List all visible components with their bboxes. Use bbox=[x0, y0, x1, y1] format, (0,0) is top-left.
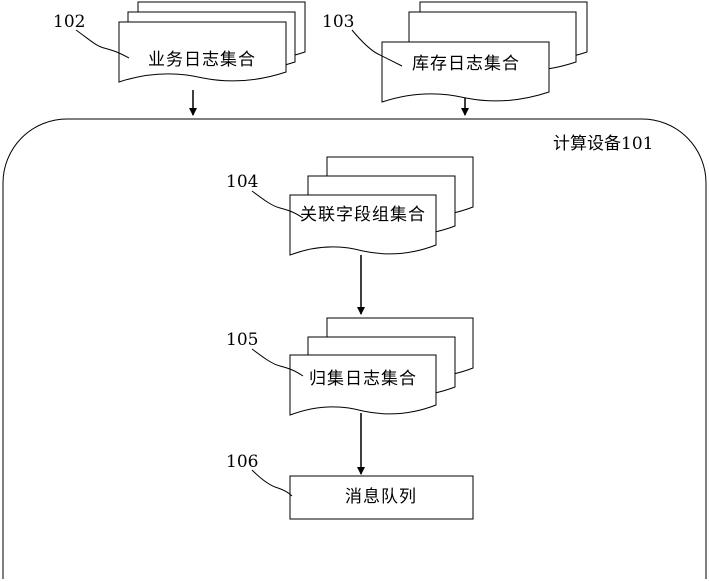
merged-logs-document-stack bbox=[290, 318, 473, 415]
message-queue-ref-leader bbox=[252, 470, 292, 496]
inventory-logs-ref: 103 bbox=[322, 14, 354, 31]
field-groups-label: 关联字段组集合 bbox=[300, 207, 426, 224]
computing-device-label: 计算设备101 bbox=[553, 136, 653, 153]
business-logs-label: 业务日志集合 bbox=[148, 52, 256, 69]
business-logs-document-stack bbox=[119, 2, 305, 82]
inventory-logs-label: 库存日志集合 bbox=[412, 56, 520, 73]
inventory-logs-document-stack bbox=[382, 2, 587, 102]
business-logs-ref: 102 bbox=[53, 14, 85, 31]
merged-logs-ref: 105 bbox=[226, 332, 258, 349]
message-queue-ref: 106 bbox=[226, 454, 258, 471]
field-groups-ref: 104 bbox=[226, 174, 258, 191]
merged-logs-label: 归集日志集合 bbox=[309, 371, 417, 388]
message-queue-label: 消息队列 bbox=[345, 489, 417, 506]
field-groups-doc-front bbox=[290, 195, 436, 255]
